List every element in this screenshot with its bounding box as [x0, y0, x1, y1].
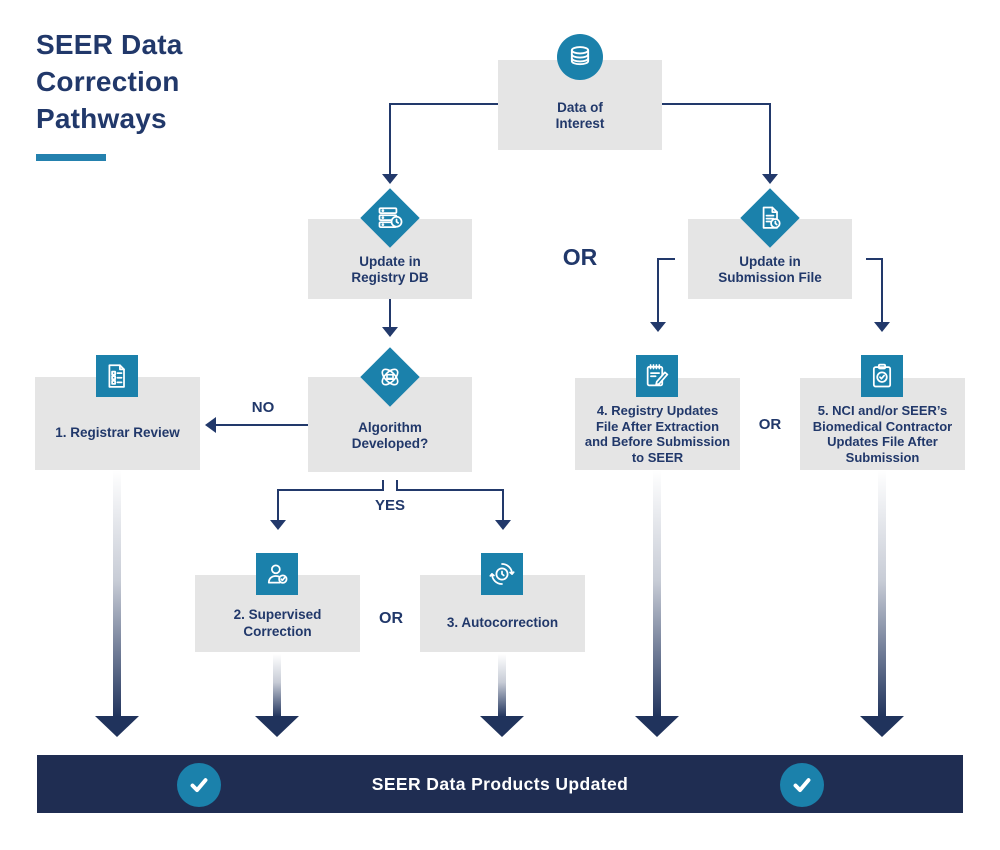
data-of-interest-label-2: Interest [555, 116, 605, 131]
title-line-3: Pathways [36, 103, 167, 134]
arrowhead-to-registry-db [382, 174, 398, 184]
yes-stub-left [382, 480, 384, 491]
pathway-arrowhead-registrar [95, 716, 139, 737]
supervised-correction-label-1: 2. Supervised [233, 607, 322, 622]
connector-top-right-vertical [769, 103, 771, 174]
page-title: SEER Data Correction Pathways [36, 26, 183, 137]
arrowhead-no-left [205, 417, 216, 433]
document-clock-icon [756, 204, 784, 232]
arrowhead-to-supervised [270, 520, 286, 530]
title-line-2: Correction [36, 66, 180, 97]
no-label: NO [251, 399, 275, 416]
checklist-document-icon [96, 355, 138, 397]
arrowhead-to-algorithm [382, 327, 398, 337]
connector-top-left-horizontal [390, 103, 498, 105]
pathway-arrowhead-registry-updates [635, 716, 679, 737]
update-submission-file-label-2: Submission File [718, 270, 822, 285]
submission-branch-left-vertical [657, 258, 659, 322]
submission-branch-left-stub [658, 258, 675, 260]
algorithm-developed-label-1: Algorithm [358, 419, 422, 435]
update-submission-file-label-1: Update in [739, 253, 801, 269]
arrowhead-to-submission-file [762, 174, 778, 184]
or-label-registry-nci: OR [758, 416, 782, 433]
nci-contractor-label-4: Submission [845, 449, 920, 465]
pathway-arrow-supervised [273, 654, 281, 717]
person-check-icon [256, 553, 298, 595]
pathway-arrowhead-nci [860, 716, 904, 737]
title-underline-bar [36, 154, 106, 161]
supervised-correction-label-2: Correction [243, 623, 312, 639]
algorithm-atom-icon [376, 363, 404, 391]
no-arrow-line [216, 424, 308, 426]
yes-stub-right [396, 480, 398, 491]
update-registry-db-label-1: Update in [359, 253, 421, 269]
pathway-arrow-autocorrection [498, 654, 506, 717]
yes-vertical-right [502, 489, 504, 520]
clock-refresh-icon [481, 553, 523, 595]
check-icon [780, 763, 824, 807]
notepad-pencil-icon [636, 355, 678, 397]
arrowhead-to-autocorrection [495, 520, 511, 530]
banner-label: SEER Data Products Updated [371, 773, 629, 794]
banner-seer-data-products-updated: SEER Data Products Updated [37, 755, 963, 813]
algorithm-developed-label-2: Developed? [351, 436, 429, 451]
yes-label: YES [374, 497, 405, 514]
arrowhead-to-nci-contractor [874, 322, 890, 332]
or-label-top: OR [562, 244, 598, 270]
pathway-arrow-nci [878, 470, 886, 717]
registry-updates-label-2: File After Extraction [595, 418, 720, 434]
arrowhead-to-registry-updates [650, 322, 666, 332]
connector-registrydb-to-algorithm [389, 299, 391, 327]
pathway-arrow-registrar [113, 470, 121, 717]
registry-updates-label-4: to SEER [631, 449, 684, 465]
registry-updates-label-1: 4. Registry Updates [596, 403, 719, 418]
title-line-1: SEER Data [36, 29, 183, 60]
nci-contractor-label-2: Biomedical Contractor [812, 418, 953, 434]
registry-updates-label-3: and Before Submission [584, 434, 731, 449]
nci-contractor-label-3: Updates File After [827, 434, 938, 449]
yes-horizontal-left [278, 489, 384, 491]
pathway-arrowhead-autocorrection [480, 716, 524, 737]
registrar-review-label: 1. Registrar Review [55, 425, 180, 441]
data-of-interest-label-1: Data of [557, 99, 603, 115]
nci-contractor-label-1: 5. NCI and/or SEER’s [817, 403, 948, 418]
or-label-supervised-auto: OR [379, 610, 403, 627]
clipboard-check-icon [861, 355, 903, 397]
check-icon [177, 763, 221, 807]
yes-vertical-left [277, 489, 279, 520]
pathway-arrowhead-supervised [255, 716, 299, 737]
yes-horizontal-right [396, 489, 503, 491]
submission-branch-right-vertical [881, 258, 883, 322]
server-clock-icon [376, 204, 404, 232]
submission-branch-right-stub [866, 258, 883, 260]
autocorrection-label: 3. Autocorrection [446, 615, 559, 631]
update-registry-db-label-2: Registry DB [351, 270, 429, 285]
connector-top-left-vertical [389, 103, 391, 174]
pathway-arrow-registry-updates [653, 470, 661, 717]
connector-top-right-horizontal [662, 103, 770, 105]
database-icon [557, 34, 603, 80]
